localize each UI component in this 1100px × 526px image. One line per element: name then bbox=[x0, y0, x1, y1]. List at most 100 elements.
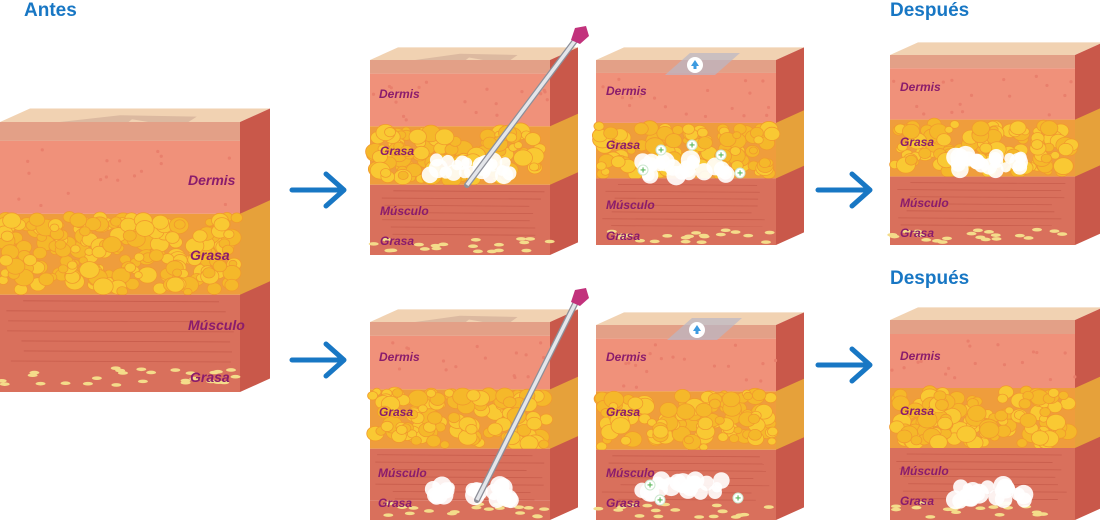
foam-bubble bbox=[686, 156, 700, 170]
plus-bubble-icon: + bbox=[637, 164, 649, 177]
deep-fat-cell bbox=[972, 228, 983, 233]
fat-cell bbox=[133, 271, 143, 279]
fat-cell bbox=[936, 133, 952, 147]
plus-bubble-icon: + bbox=[654, 494, 666, 507]
deep-fat-cell bbox=[890, 504, 901, 509]
dermis-dot bbox=[941, 80, 945, 84]
fat-cell bbox=[538, 439, 550, 449]
epidermis-top bbox=[370, 309, 578, 322]
foam-bubble bbox=[1000, 162, 1012, 173]
dermis-dot bbox=[759, 379, 763, 383]
cannula-handle bbox=[571, 288, 589, 306]
dermis-dot bbox=[156, 149, 160, 154]
deep-fat-cell bbox=[991, 237, 1002, 241]
fat-cell bbox=[906, 402, 924, 418]
deep-fat-cell bbox=[649, 239, 660, 244]
fat-cell bbox=[748, 428, 762, 441]
fat-cell bbox=[213, 217, 231, 232]
dermis-dot bbox=[483, 356, 487, 360]
muscle-fiber bbox=[21, 340, 231, 343]
deep-fat-cell bbox=[397, 505, 408, 509]
deep-fat-cell bbox=[515, 511, 526, 515]
fat-cell bbox=[896, 142, 908, 152]
foam-bubble bbox=[988, 152, 1002, 166]
deep-fat-cell bbox=[921, 238, 932, 242]
fat-cell bbox=[929, 434, 948, 451]
deep-fat-cell bbox=[180, 380, 191, 385]
deep-fat-cell bbox=[980, 237, 991, 242]
dermis-dot bbox=[1047, 113, 1051, 117]
muscle-fiber bbox=[605, 190, 760, 193]
deep-fat-cell bbox=[539, 507, 550, 511]
deep-fat-cell bbox=[691, 231, 702, 235]
fat-cell bbox=[633, 122, 649, 136]
muscle-fiber bbox=[611, 225, 766, 228]
dermis-dot bbox=[1063, 351, 1067, 355]
dermis-layer bbox=[890, 68, 1075, 120]
plus-bubble-icon: + bbox=[732, 492, 744, 505]
fat-cell bbox=[528, 162, 540, 172]
deep-fat-cell bbox=[900, 229, 911, 234]
muscle-fiber bbox=[381, 212, 534, 214]
arrow-shape bbox=[815, 346, 873, 384]
skin-block bbox=[365, 26, 589, 256]
bubble bbox=[686, 139, 698, 151]
side-fat bbox=[1075, 376, 1100, 448]
foam-bubble bbox=[994, 490, 1013, 508]
dermis-dot bbox=[638, 94, 642, 98]
deep-fat-cell bbox=[975, 506, 986, 511]
fat-cell bbox=[221, 244, 234, 256]
epidermis bbox=[370, 60, 550, 74]
muscle-fiber bbox=[618, 469, 767, 472]
cannula-handle bbox=[571, 26, 589, 44]
dermis-dot bbox=[27, 171, 31, 175]
fat-cell bbox=[384, 127, 396, 138]
muscle-fiber bbox=[390, 226, 536, 229]
bubble bbox=[644, 479, 656, 491]
label-fat: Grasa bbox=[379, 405, 414, 419]
skin-block bbox=[889, 307, 1100, 520]
label-deep-fat: Grasa bbox=[900, 226, 935, 240]
deep-fat-cell bbox=[27, 373, 38, 378]
dermis-dot bbox=[742, 114, 746, 118]
muscle-fiber bbox=[23, 300, 219, 303]
dermis-dot bbox=[401, 114, 406, 118]
side-fat bbox=[550, 376, 578, 449]
fat-cell bbox=[764, 392, 778, 404]
dermis-dot bbox=[542, 355, 546, 360]
epidermis bbox=[370, 322, 550, 336]
deep-fat-cell bbox=[449, 510, 460, 514]
fat-cell bbox=[748, 146, 758, 155]
fat-cell bbox=[417, 404, 428, 413]
label-dermis: Dermis bbox=[379, 87, 420, 101]
dermis-dot bbox=[1020, 360, 1025, 365]
deep-fat-cell bbox=[544, 239, 555, 244]
dermis-dot bbox=[919, 359, 923, 363]
fat-cell bbox=[659, 402, 678, 418]
muscle-fiber bbox=[612, 455, 760, 458]
fat-cell bbox=[376, 405, 392, 419]
dermis-layer bbox=[370, 335, 550, 390]
fat-cell bbox=[752, 388, 767, 402]
fat-cell bbox=[67, 260, 78, 270]
label-muscle: Músculo bbox=[900, 196, 949, 210]
dermis-dot bbox=[892, 79, 896, 83]
fat-cell bbox=[603, 126, 619, 140]
deep-fat-cell bbox=[384, 501, 395, 506]
fat-cell bbox=[408, 128, 427, 145]
dermis-dot bbox=[634, 363, 638, 368]
deep-fat-cell bbox=[438, 242, 449, 247]
deep-fat-cell bbox=[1057, 232, 1068, 236]
fat-cell bbox=[427, 411, 443, 425]
bubble bbox=[637, 164, 649, 176]
fat-cell bbox=[896, 429, 913, 444]
fat-cell bbox=[767, 426, 779, 437]
dermis-dot bbox=[104, 175, 108, 179]
heading-after-bottom: Después bbox=[890, 268, 970, 289]
deep-fat-cell bbox=[634, 514, 645, 518]
foam-bubble bbox=[421, 166, 439, 184]
foam-bubble bbox=[946, 147, 966, 167]
deep-fat-cell bbox=[516, 237, 527, 241]
fat-cell bbox=[718, 132, 737, 147]
fat-cell bbox=[593, 121, 605, 131]
